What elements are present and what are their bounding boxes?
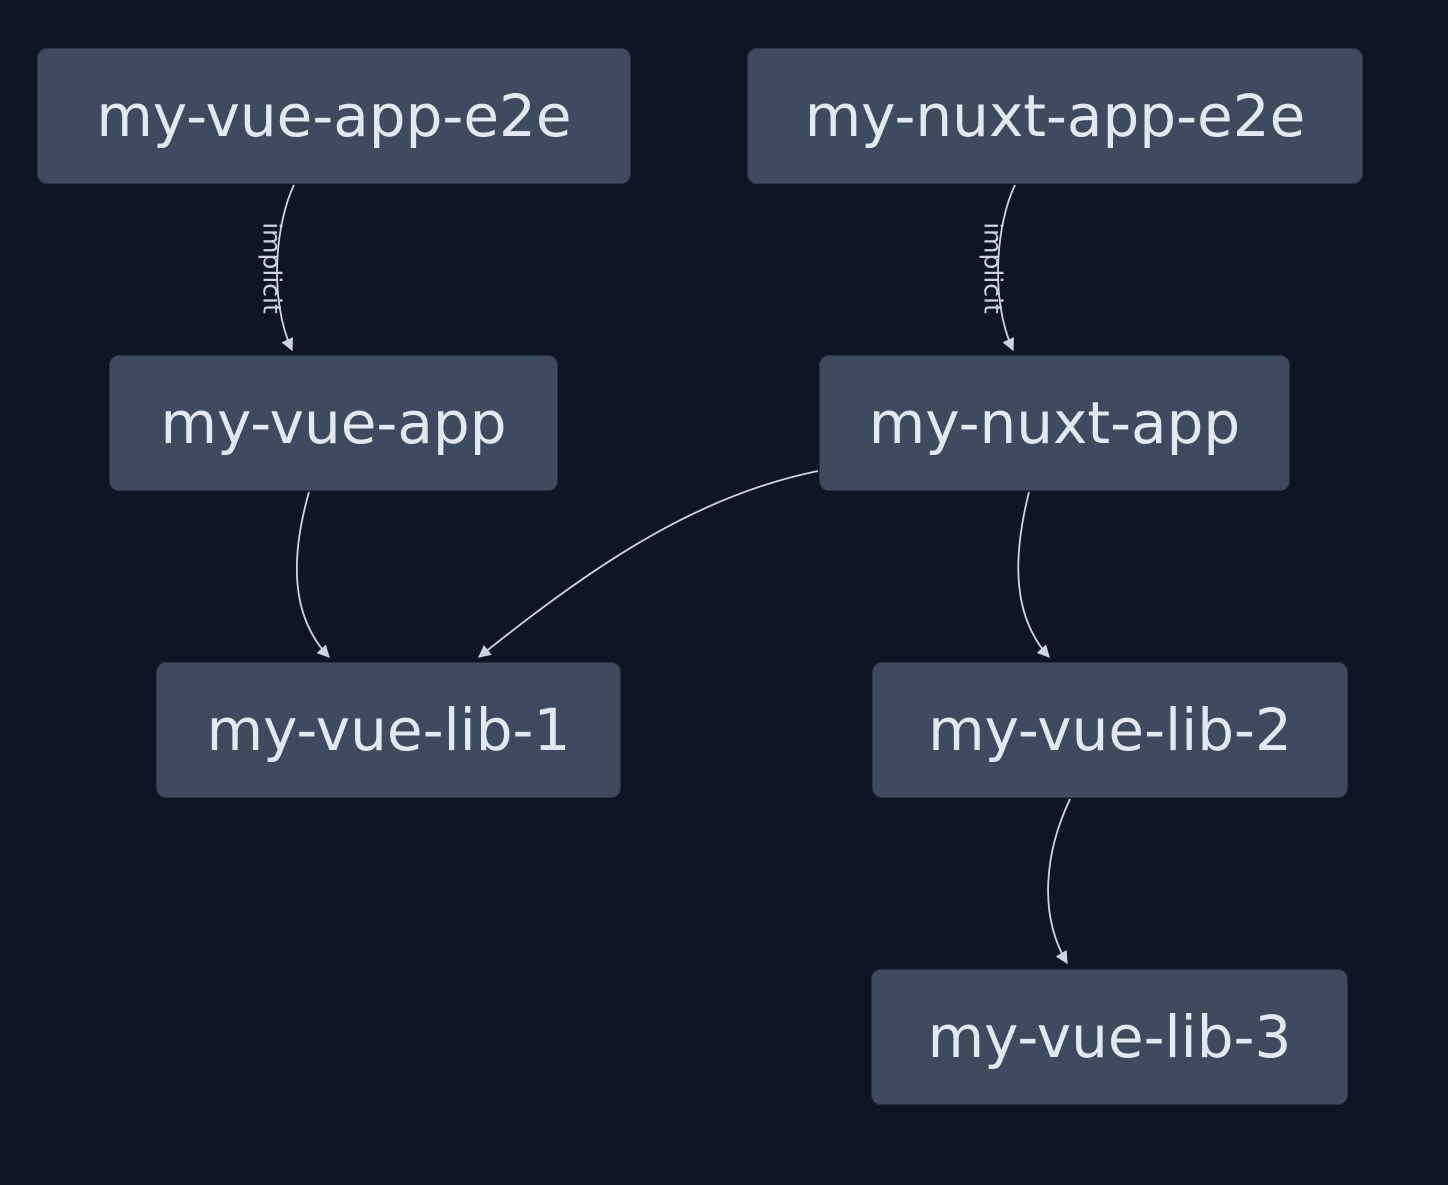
edge-label-my-vue-app-e2e-to-my-vue-app: implicit [258, 222, 287, 314]
node-my-nuxt-app[interactable]: my-nuxt-app [819, 355, 1290, 491]
node-my-nuxt-app-e2e[interactable]: my-nuxt-app-e2e [747, 48, 1363, 184]
node-my-vue-app-e2e[interactable]: my-vue-app-e2e [37, 48, 631, 184]
edge-my-vue-lib-2-to-my-vue-lib-3 [1047, 798, 1071, 965]
edge-my-nuxt-app-to-my-vue-lib-2 [1017, 491, 1050, 658]
edge-label-my-nuxt-app-e2e-to-my-nuxt-app: implicit [979, 222, 1008, 314]
node-my-vue-lib-2[interactable]: my-vue-lib-2 [872, 662, 1348, 798]
node-my-vue-app[interactable]: my-vue-app [109, 355, 558, 491]
edge-my-nuxt-app-to-my-vue-lib-1 [478, 470, 819, 658]
node-my-vue-lib-1[interactable]: my-vue-lib-1 [156, 662, 621, 798]
node-my-vue-lib-3[interactable]: my-vue-lib-3 [871, 969, 1348, 1105]
edge-my-vue-app-e2e-to-my-vue-app [276, 184, 295, 352]
edge-my-nuxt-app-e2e-to-my-nuxt-app [997, 184, 1016, 352]
edge-my-vue-app-to-my-vue-lib-1 [295, 491, 330, 658]
